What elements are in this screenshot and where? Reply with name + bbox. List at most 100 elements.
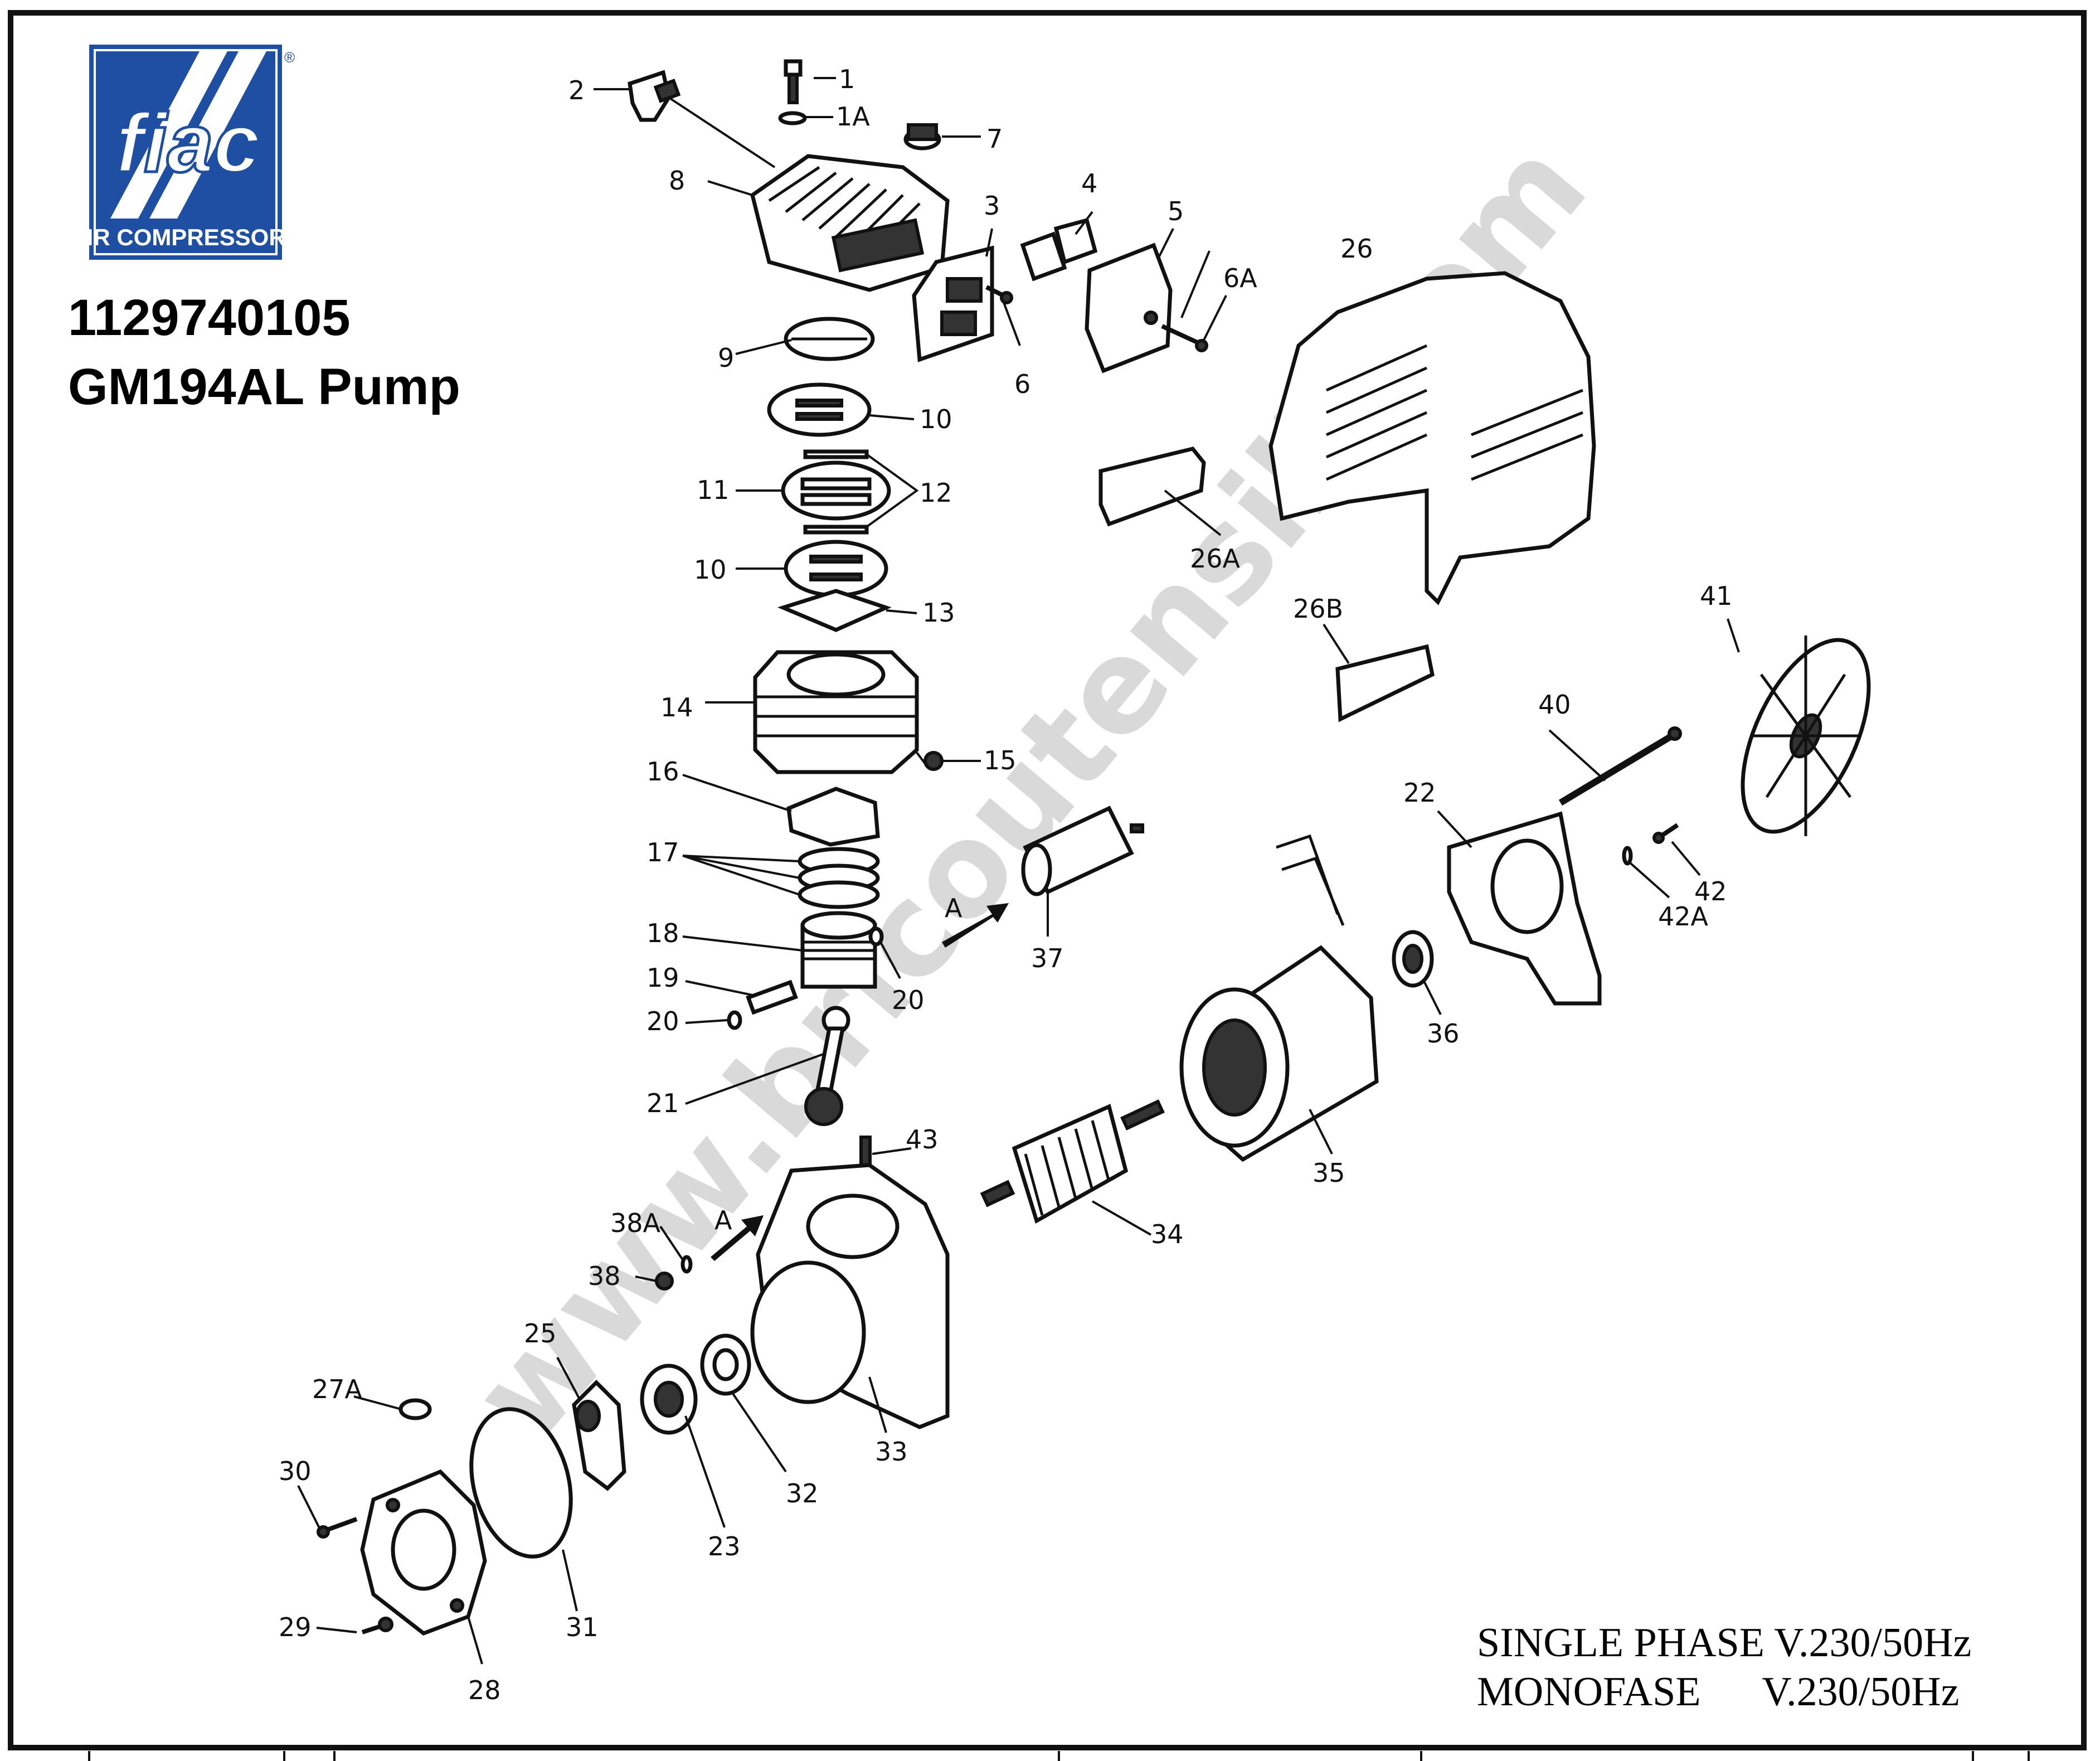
label-18: 18	[646, 918, 679, 948]
part-35-stator	[1179, 834, 1379, 1162]
label-26: 26	[1340, 234, 1373, 264]
label-16: 16	[646, 756, 679, 787]
label-42a: 42A	[1658, 901, 1709, 932]
label-4: 4	[1081, 168, 1097, 198]
part-25-plate	[572, 1380, 626, 1491]
label-12: 12	[920, 478, 952, 508]
label-19: 19	[646, 963, 679, 993]
label-28: 28	[468, 1675, 501, 1705]
label-5: 5	[1168, 196, 1184, 226]
part-37-capacitor	[1021, 806, 1144, 896]
part-30-screw	[317, 1517, 358, 1539]
part-8-cylinder-head	[750, 154, 950, 292]
part-26a-panel	[1098, 447, 1206, 527]
part-42-screw	[1652, 823, 1679, 844]
label-38: 38	[588, 1261, 621, 1291]
label-a-upper: A	[945, 893, 962, 923]
single-phase-spec: SINGLE PHASE V.230/50Hz	[1477, 1620, 1972, 1666]
label-20-right: 20	[892, 985, 925, 1015]
part-20-clip-right	[868, 926, 884, 947]
label-43: 43	[906, 1124, 939, 1154]
label-3: 3	[984, 191, 1000, 221]
label-42: 42	[1694, 876, 1727, 906]
part-6a-screw	[1161, 324, 1208, 352]
label-a-lower: A	[714, 1205, 732, 1235]
label-10-lower: 10	[694, 555, 727, 585]
registered-mark: ®	[284, 49, 295, 66]
part-1a-washer	[778, 111, 807, 125]
part-28-end-cover	[360, 1469, 487, 1636]
label-37: 37	[1031, 943, 1064, 973]
label-35: 35	[1312, 1158, 1345, 1188]
part-7-plug	[903, 123, 941, 151]
label-1a: 1A	[836, 101, 870, 132]
label-23: 23	[708, 1531, 741, 1561]
label-21: 21	[646, 1088, 679, 1118]
diagram-frame	[8, 10, 2087, 1750]
label-6: 6	[1014, 369, 1030, 399]
part-34-rotor	[980, 1099, 1165, 1224]
label-9: 9	[718, 343, 734, 373]
part-22-end-bracket	[1447, 811, 1602, 1006]
part-33-crankcase	[750, 1163, 950, 1429]
part-14-cylinder	[753, 650, 919, 774]
label-36: 36	[1427, 1018, 1460, 1049]
label-38a: 38A	[610, 1208, 661, 1238]
fiac-logo: fiac AIR COMPRESSORS ®	[88, 45, 300, 260]
logo-brand-text: fiac	[116, 96, 260, 190]
part-27a-plug	[398, 1398, 432, 1420]
part-6-screw	[985, 285, 1013, 304]
label-2: 2	[568, 75, 585, 105]
leader-lines	[297, 77, 1740, 1665]
bottom-tick-marks	[88, 1751, 2030, 1761]
part-26b-panel	[1335, 644, 1435, 722]
label-15: 15	[984, 745, 1017, 775]
label-31: 31	[566, 1612, 599, 1642]
part-38a-washer	[680, 1255, 693, 1274]
label-6a: 6A	[1223, 263, 1257, 293]
label-13: 13	[922, 598, 955, 628]
label-40: 40	[1538, 690, 1571, 720]
label-22: 22	[1403, 778, 1436, 808]
label-14: 14	[660, 692, 693, 722]
part-3-valve-plate	[912, 245, 994, 362]
part-16-gasket	[786, 787, 880, 847]
part-15-nut	[923, 751, 944, 771]
label-25: 25	[524, 1318, 557, 1348]
part-42a-washer	[1622, 846, 1633, 866]
label-30: 30	[279, 1456, 312, 1486]
label-20-left: 20	[646, 1006, 679, 1036]
part-4-valves	[1020, 217, 1098, 282]
label-1: 1	[839, 64, 855, 94]
label-27a: 27A	[312, 1374, 363, 1404]
part-23-bearing	[640, 1364, 698, 1435]
label-33: 33	[875, 1437, 908, 1467]
part-36-bearing	[1392, 930, 1434, 988]
arrow-a-lower	[711, 1215, 764, 1261]
label-10-upper: 10	[920, 404, 952, 434]
part-5-valve-cover	[1085, 242, 1173, 373]
part-38-nut	[655, 1272, 674, 1291]
part-18-piston	[800, 911, 877, 989]
part-41-fan	[1741, 635, 1871, 836]
part-labels: 1 1A 2 3 4 5 6 6A 7 8 9 10 10 11 12 13 1…	[279, 64, 1733, 1705]
label-41: 41	[1700, 581, 1733, 611]
monofase-spec: MONOFASE V.230/50Hz	[1477, 1669, 1960, 1715]
logo-tagline: AIR COMPRESSORS	[88, 224, 300, 250]
part-11-valve-plate	[781, 460, 891, 521]
label-17: 17	[646, 837, 679, 867]
part-2-elbow	[628, 70, 681, 122]
model-title: GM194AL Pump	[68, 358, 460, 415]
label-34: 34	[1151, 1219, 1184, 1249]
part-29-screw	[361, 1617, 393, 1634]
part-21-connecting-rod	[804, 1006, 850, 1126]
part-20-clip-left	[727, 1010, 742, 1030]
arrow-a-upper	[942, 903, 1009, 948]
label-11: 11	[697, 475, 730, 505]
part-17-piston-rings	[798, 847, 880, 909]
part-13-gasket	[777, 589, 892, 632]
part-19-piston-pin	[746, 979, 798, 1015]
label-8: 8	[669, 166, 685, 196]
part-26-shroud	[1268, 271, 1596, 605]
